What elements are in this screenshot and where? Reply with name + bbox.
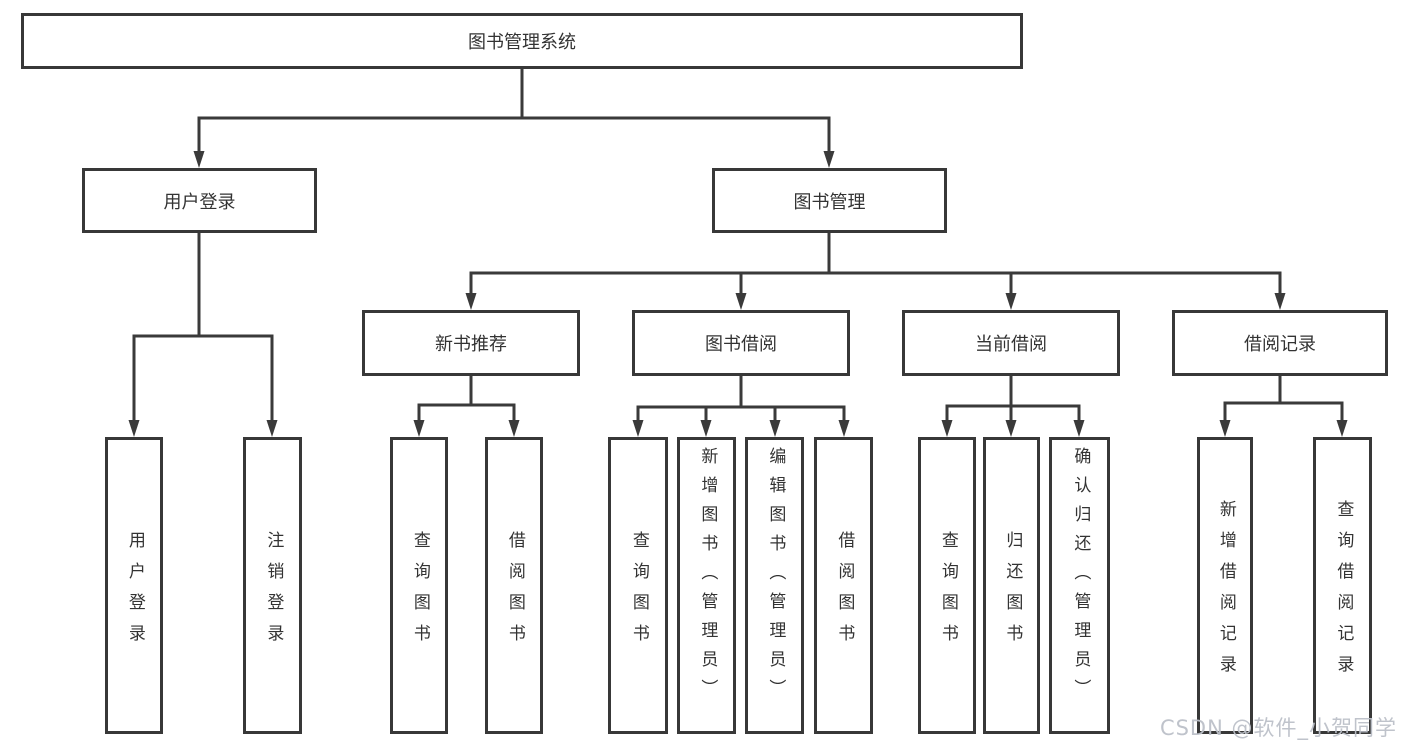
node-br-query-borrow-record: 查询借阅记录 — [1313, 437, 1372, 734]
node-bb-edit-books-admin: 编辑图书（管理员） — [745, 437, 804, 734]
node-br-query-borrow-record-label: 查询借阅记录 — [1333, 499, 1354, 686]
csdn-watermark: CSDN @软件_小贺同学 — [1159, 716, 1397, 740]
node-user-login-label: 用户登录 — [163, 191, 236, 213]
node-borrowing-records-label: 借阅记录 — [1244, 334, 1316, 355]
node-book-management-label: 图书管理 — [793, 191, 866, 213]
node-cb-query-books: 查询图书 — [918, 437, 976, 734]
arrowheads — [128, 151, 1348, 437]
node-leaf-logout: 注销登录 — [243, 437, 302, 734]
node-library-system: 图书管理系统 — [21, 13, 1023, 69]
node-rec-query-books-label: 查询图书 — [409, 530, 430, 655]
node-rec-borrow-books: 借阅图书 — [485, 437, 543, 734]
node-cb-query-books-label: 查询图书 — [937, 530, 958, 655]
node-cb-return-books: 归还图书 — [983, 437, 1040, 734]
node-leaf-user-login: 用户登录 — [105, 437, 163, 734]
node-bb-add-books-admin: 新增图书（管理员） — [677, 437, 736, 734]
node-bb-borrow-books: 借阅图书 — [814, 437, 873, 734]
node-rec-borrow-books-label: 借阅图书 — [504, 530, 525, 655]
node-bb-add-books-admin-label: 新增图书（管理员） — [697, 447, 718, 708]
node-book-borrowing-label: 图书借阅 — [705, 334, 777, 355]
node-cb-confirm-return-admin: 确认归还（管理员） — [1049, 437, 1110, 734]
node-br-add-borrow-record: 新增借阅记录 — [1197, 437, 1253, 734]
node-current-borrowing-label: 当前借阅 — [975, 334, 1047, 355]
node-library-system-label: 图书管理系统 — [468, 32, 576, 53]
node-bb-query-books-label: 查询图书 — [628, 530, 649, 655]
node-rec-query-books: 查询图书 — [390, 437, 448, 734]
node-cb-confirm-return-admin-label: 确认归还（管理员） — [1070, 447, 1091, 708]
node-book-borrowing: 图书借阅 — [632, 310, 850, 376]
node-leaf-user-login-label: 用户登录 — [124, 530, 145, 655]
node-new-book-recommend-label: 新书推荐 — [435, 334, 507, 355]
node-book-management: 图书管理 — [712, 168, 947, 233]
node-bb-borrow-books-label: 借阅图书 — [834, 530, 855, 655]
node-leaf-logout-label: 注销登录 — [263, 530, 284, 655]
node-bb-edit-books-admin-label: 编辑图书（管理员） — [765, 447, 786, 708]
node-current-borrowing: 当前借阅 — [902, 310, 1120, 376]
connector-paths — [132, 65, 1344, 423]
node-cb-return-books-label: 归还图书 — [1002, 530, 1023, 655]
node-borrowing-records: 借阅记录 — [1172, 310, 1388, 376]
node-br-add-borrow-record-label: 新增借阅记录 — [1215, 499, 1236, 686]
node-user-login: 用户登录 — [82, 168, 317, 233]
node-new-book-recommend: 新书推荐 — [362, 310, 580, 376]
node-bb-query-books: 查询图书 — [608, 437, 668, 734]
